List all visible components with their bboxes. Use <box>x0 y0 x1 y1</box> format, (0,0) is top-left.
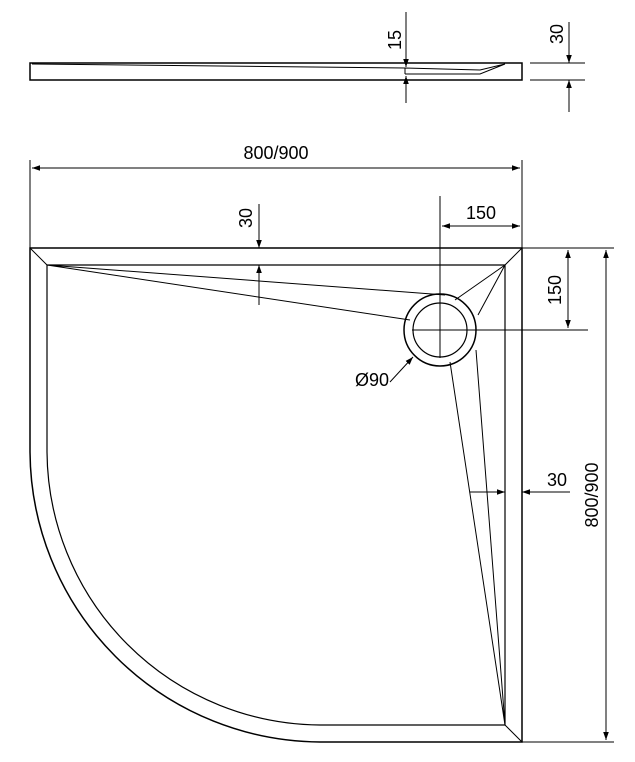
tray-inner-rim <box>46 264 506 726</box>
depth-label: 800/900 <box>582 462 602 527</box>
drain-offset-y-label: 150 <box>545 275 565 305</box>
side-view-slope-line <box>31 63 506 75</box>
rim-top-label: 30 <box>236 208 256 228</box>
slope-line-left <box>46 264 446 321</box>
width-label: 800/900 <box>243 143 308 163</box>
rim-corner-bevels <box>29 247 523 743</box>
side-view: 15 30 <box>29 12 585 112</box>
drain-depth-label: 15 <box>385 30 405 50</box>
slope-line-top-corner <box>454 264 506 316</box>
side-view-tray-profile <box>29 62 523 81</box>
rim-right-label: 30 <box>547 470 567 490</box>
drain-offset-x-label: 150 <box>466 203 496 223</box>
top-view: 800/900 150 30 150 800/900 30 Ø90 <box>29 143 614 743</box>
drain-diameter-leader <box>389 356 414 383</box>
slope-line-right <box>449 349 506 726</box>
tray-outer-outline <box>29 247 523 743</box>
drain-diameter-label: Ø90 <box>355 370 389 390</box>
height-label: 30 <box>547 24 567 44</box>
